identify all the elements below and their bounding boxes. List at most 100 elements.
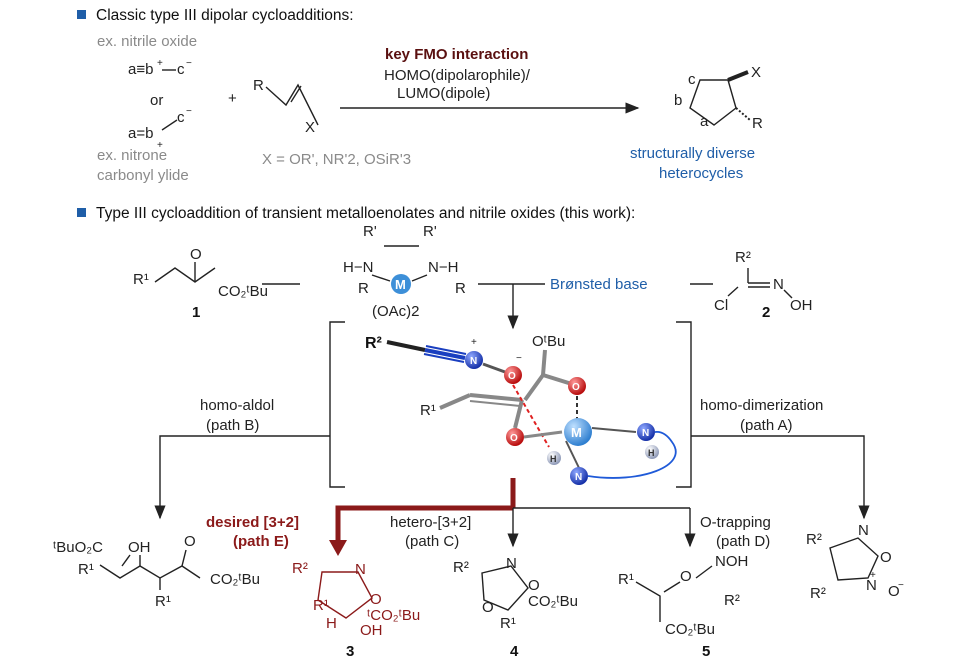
svg-text:H: H — [550, 454, 557, 464]
svg-text:R: R — [253, 77, 264, 94]
svg-text:X: X — [751, 64, 761, 81]
catalyst-counterion: (OAc)2 — [372, 303, 420, 320]
label-homo-dimerization: homo-dimerization — [700, 397, 823, 414]
svg-text:R: R — [455, 280, 466, 297]
svg-text:ᵗCO₂ᵗBu: ᵗCO₂ᵗBu — [367, 607, 420, 624]
svg-text:R': R' — [423, 223, 437, 240]
heterocycle-product: c b a X R — [674, 64, 763, 132]
furoxan-dimer-structure: R² N O N + O − R² — [806, 522, 904, 602]
svg-text:N: N — [575, 472, 582, 483]
label-path-d: (path D) — [716, 533, 770, 550]
svg-text:ᵗBuO₂C: ᵗBuO₂C — [53, 539, 103, 556]
svg-text:R': R' — [363, 223, 377, 240]
label-nitrone: ex. nitrone — [97, 147, 167, 164]
svg-text:R²: R² — [292, 560, 308, 577]
bracket-right — [676, 321, 692, 488]
svg-text:R²: R² — [453, 559, 469, 576]
svg-text:+: + — [471, 337, 477, 348]
label-carbonyl-ylide: carbonyl ylide — [97, 167, 189, 184]
svg-text:R¹: R¹ — [78, 561, 94, 578]
nitrone-structure: a=b+ c− — [128, 106, 192, 151]
dipolarophile-structure: R X — [253, 77, 319, 136]
arrow-path-b — [154, 435, 330, 520]
svg-text:O: O — [510, 433, 518, 444]
svg-text:−: − — [516, 353, 522, 364]
nitrile-oxide-structure: a≡b+ c− — [128, 58, 192, 78]
plus-sign: + — [228, 90, 237, 107]
label-x-definition: X = OR', NR'2, OSiR'3 — [262, 151, 411, 168]
svg-text:−: − — [898, 580, 904, 591]
label-bronsted-base: Brønsted base — [550, 276, 648, 293]
svg-text:R: R — [358, 280, 369, 297]
svg-text:R¹: R¹ — [420, 402, 436, 419]
label-path-b: (path B) — [206, 417, 259, 434]
product-4-structure: R² N O O CO₂ᵗBu R¹ — [453, 555, 578, 632]
svg-text:M: M — [571, 425, 582, 440]
svg-text:Cl: Cl — [714, 297, 728, 314]
svg-text:N−H: N−H — [428, 259, 458, 276]
svg-text:O: O — [528, 577, 540, 594]
svg-text:O: O — [184, 533, 196, 550]
svg-text:O: O — [482, 599, 494, 616]
label-product-line2: heterocycles — [659, 165, 743, 182]
arrow-path-e-head — [329, 540, 347, 556]
catalyst-structure: R' R' H−N N−H R R M — [343, 223, 466, 297]
svg-text:X: X — [305, 119, 315, 136]
label-product-line1: structurally diverse — [630, 145, 755, 162]
svg-text:O: O — [508, 371, 516, 382]
bracket-left — [329, 321, 345, 488]
bullet-icon — [77, 208, 86, 217]
svg-text:CO₂ᵗBu: CO₂ᵗBu — [218, 283, 268, 300]
svg-text:H: H — [326, 615, 337, 632]
svg-text:R¹: R¹ — [500, 615, 516, 632]
svg-text:−: − — [186, 58, 192, 69]
svg-text:+: + — [870, 570, 876, 581]
svg-text:R²: R² — [365, 335, 382, 352]
svg-text:+: + — [157, 140, 163, 151]
svg-text:R¹: R¹ — [313, 597, 329, 614]
svg-text:c: c — [177, 109, 185, 126]
svg-text:R²: R² — [810, 585, 826, 602]
compound-5-number: 5 — [702, 643, 710, 660]
svg-text:a≡b: a≡b — [128, 61, 153, 78]
label-path-e: (path E) — [233, 533, 289, 550]
svg-text:CO₂ᵗBu: CO₂ᵗBu — [210, 571, 260, 588]
svg-text:c: c — [688, 71, 696, 88]
svg-text:R: R — [752, 115, 763, 132]
svg-text:H: H — [648, 448, 655, 458]
svg-text:N: N — [506, 555, 517, 572]
svg-text:NOH: NOH — [715, 553, 748, 570]
svg-text:O: O — [190, 246, 202, 263]
svg-text:M: M — [395, 277, 406, 292]
compound-4-number: 4 — [510, 643, 519, 660]
svg-text:N: N — [866, 577, 877, 594]
svg-text:R²: R² — [735, 249, 751, 266]
arrow-path-e — [335, 505, 513, 540]
svg-text:N: N — [642, 428, 649, 439]
label-desired: desired [3+2] — [206, 514, 299, 531]
label-homo: HOMO(dipolarophile)/ — [384, 67, 531, 84]
label-homo-aldol: homo-aldol — [200, 397, 274, 414]
label-lumo: LUMO(dipole) — [397, 85, 490, 102]
svg-text:a: a — [700, 113, 709, 130]
product-3-structure: R² N O H R¹ ᵗCO₂ᵗBu OH — [292, 560, 420, 639]
arrow-path-a — [691, 435, 870, 520]
label-key-fmo: key FMO interaction — [385, 46, 528, 63]
product-5-structure: R¹ O NOH R² CO₂ᵗBu — [618, 553, 748, 638]
svg-text:OH: OH — [360, 622, 383, 639]
label-path-a: (path A) — [740, 417, 793, 434]
compound-2-structure: R² N Cl OH — [714, 249, 813, 314]
svg-text:+: + — [157, 58, 163, 69]
svg-text:O: O — [880, 549, 892, 566]
section-title-classic: Classic type III dipolar cycloadditions: — [96, 7, 354, 24]
svg-text:O: O — [680, 568, 692, 585]
svg-text:N: N — [470, 356, 477, 367]
svg-text:CO₂ᵗBu: CO₂ᵗBu — [528, 593, 578, 610]
svg-text:OᵗBu: OᵗBu — [532, 333, 565, 350]
svg-text:R¹: R¹ — [133, 271, 149, 288]
svg-text:−: − — [186, 106, 192, 117]
svg-text:O: O — [572, 382, 580, 393]
compound-1-structure: R¹ O CO₂ᵗBu — [133, 246, 268, 300]
bullet-icon — [77, 10, 86, 19]
